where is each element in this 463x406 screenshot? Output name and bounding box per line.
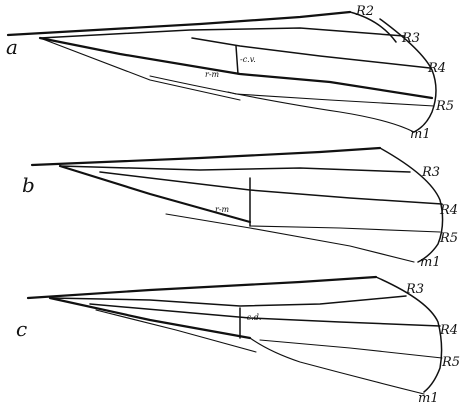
- wing-panel-a: a R2 R3 R4 R5 m1 r-m -c.v.: [6, 4, 454, 142]
- crossvein-label-rm: r-m: [205, 70, 220, 79]
- vein-label-r3: R3: [401, 31, 420, 46]
- crossvein-cv: [236, 46, 238, 74]
- vein-label-m1: m1: [410, 127, 431, 142]
- vein-label-r2: R2: [355, 4, 374, 19]
- vein-label-m1: m1: [420, 255, 441, 270]
- vein-radius: [60, 166, 410, 172]
- vein-label-r4: R4: [439, 203, 458, 218]
- panel-label-a: a: [6, 35, 18, 59]
- crossvein-label-rm: r-m: [215, 205, 230, 214]
- panel-label-c: c: [16, 317, 27, 341]
- crossvein-label-cv: -c.v.: [240, 55, 256, 64]
- wing-panel-c: c R3 R4 R5 m1 -c.d.: [16, 277, 460, 406]
- vein-r4: [100, 172, 442, 204]
- vein-r5: [250, 226, 440, 232]
- vein-label-r5: R5: [439, 231, 458, 246]
- vein-label-r5: R5: [435, 99, 454, 114]
- vein-m1: [150, 76, 414, 132]
- vein-label-r3: R3: [405, 282, 424, 297]
- crossvein-label-cd: -c.d.: [244, 313, 261, 322]
- vein-m1: [166, 214, 414, 262]
- wing-panel-b: b R3 R4 R5 m1 r-m: [22, 148, 458, 270]
- vein-costa: [8, 12, 350, 35]
- vein-label-r4: R4: [427, 61, 446, 76]
- vein-label-r4: R4: [439, 323, 458, 338]
- vein-r4: [192, 38, 430, 68]
- vein-label-r3: R3: [421, 165, 440, 180]
- vein-r5: [260, 340, 442, 358]
- vein-label-r5: R5: [441, 355, 460, 370]
- vein-label-m1: m1: [418, 391, 439, 406]
- vein-costa: [28, 277, 376, 298]
- panel-label-b: b: [22, 173, 35, 197]
- vein-costa: [32, 148, 380, 165]
- vein-r4: [90, 304, 440, 326]
